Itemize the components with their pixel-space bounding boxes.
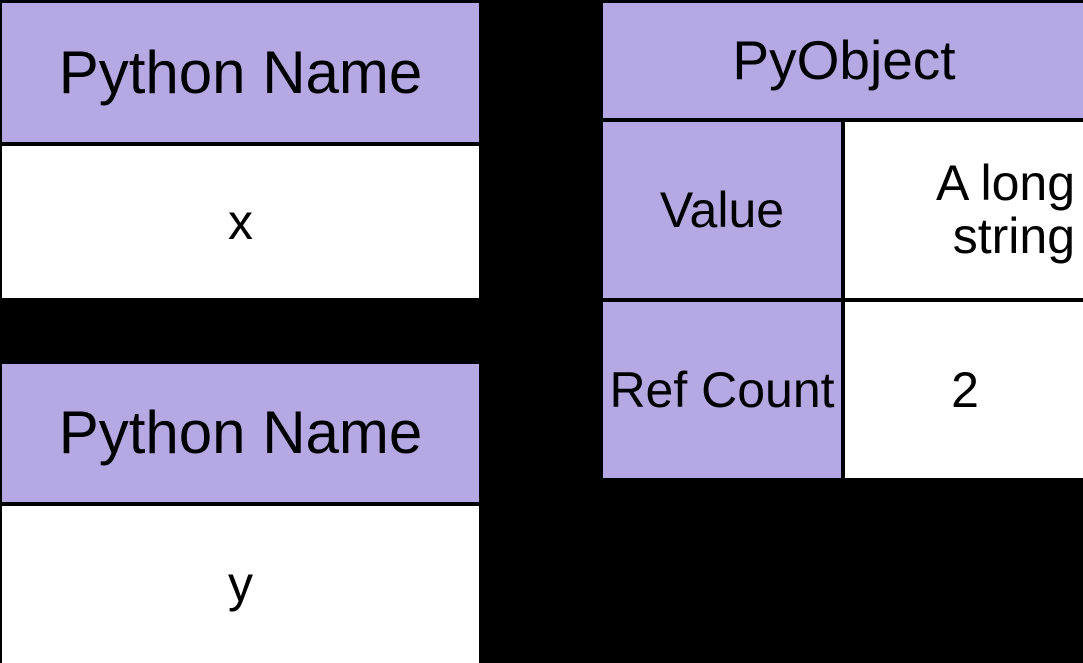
python-name-value-y: y: [2, 506, 479, 663]
python-name-value-x: x: [2, 146, 479, 298]
python-name-header: Python Name: [2, 3, 479, 142]
pyobject-field-label-refcount: Ref Count: [603, 302, 841, 478]
python-name-header: Python Name: [2, 364, 479, 502]
pyobject-value-text: A long string: [935, 155, 1075, 264]
pyobject-table: PyObject Value A long string Ref Count 2: [603, 3, 1083, 478]
pyobject-row-value: Value A long string: [603, 122, 1083, 298]
pyobject-field-value-refcount: 2: [845, 302, 1083, 478]
pyobject-title: PyObject: [603, 3, 1083, 118]
pyobject-field-label-value: Value: [603, 122, 841, 298]
pyobject-row-refcount: Ref Count 2: [603, 302, 1083, 478]
pyobject-refcount-text: 2: [951, 361, 979, 418]
pyobject-title-row: PyObject: [603, 3, 1083, 118]
python-name-box-x: Python Name x: [2, 3, 479, 298]
pyobject-field-value-value: A long string: [845, 122, 1083, 298]
python-name-box-y: Python Name y: [2, 364, 479, 663]
